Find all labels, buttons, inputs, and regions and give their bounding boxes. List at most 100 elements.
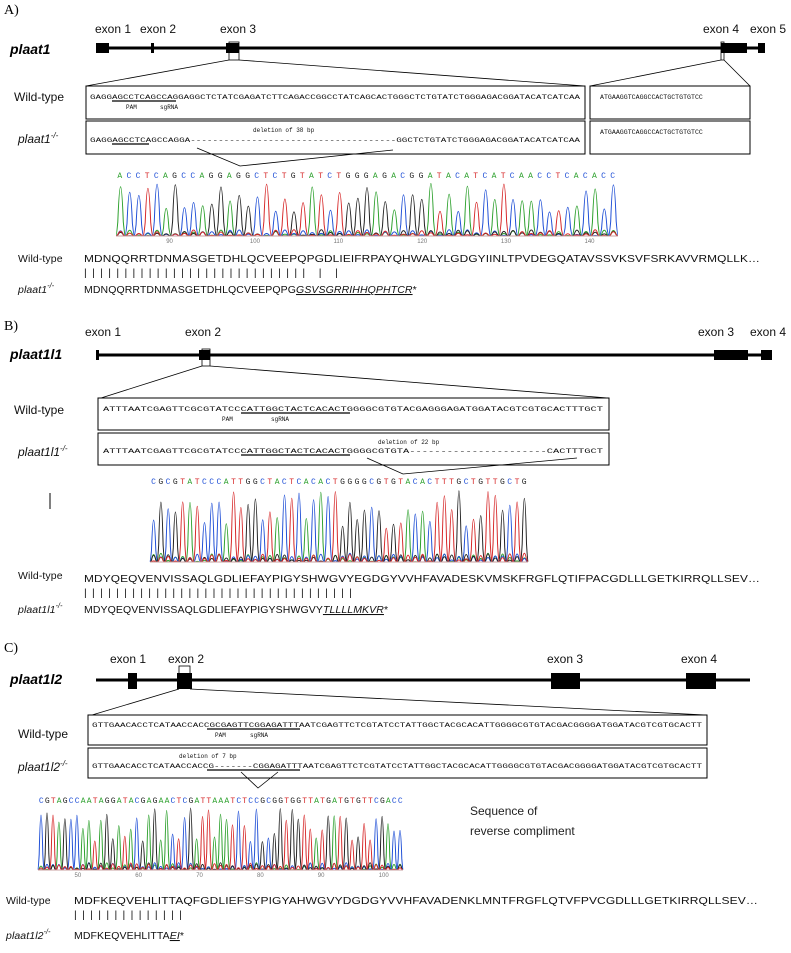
chromatogram-base: A xyxy=(309,172,314,181)
chromatogram-base: C xyxy=(217,478,222,487)
chromatogram-base: A xyxy=(318,478,323,487)
exon-label-c3: exon 3 xyxy=(547,652,583,666)
chromatogram-base: T xyxy=(435,478,440,487)
chromatogram-tick: 60 xyxy=(135,873,142,879)
wt-label-c: Wild-type xyxy=(18,727,68,741)
chromatogram-base: T xyxy=(267,478,272,487)
chromatogram-base: C xyxy=(273,172,278,181)
zoom-line-left-a xyxy=(85,59,230,87)
chromatogram-base: C xyxy=(248,797,253,806)
chromatogram-base: T xyxy=(284,797,289,806)
chromatogram-base: G xyxy=(355,478,360,487)
chromatogram-base: G xyxy=(326,797,331,806)
aa-mut-seq-a: MDNQQRRTDNMASGETDHLQCVEEPQPGGSVSGRRIHHQP… xyxy=(84,284,417,296)
chromatogram-base: G xyxy=(347,478,352,487)
chromatogram-base: C xyxy=(181,172,186,181)
chromatogram-base: G xyxy=(409,172,414,181)
chromatogram-base: C xyxy=(260,478,265,487)
chromatogram-base: T xyxy=(93,797,98,806)
chromatogram-base: G xyxy=(141,797,146,806)
aa-wt-label-c: Wild-type xyxy=(6,895,51,907)
mut-sequence-c: GTTGAACACCTCATAACCACCG-------CGGAGATTTAA… xyxy=(92,763,702,770)
chromatogram-base: G xyxy=(173,478,178,487)
chromatogram-base: T xyxy=(206,797,211,806)
deletion-label-a: deletion of 38 bp xyxy=(253,127,315,134)
chromatogram-base: A xyxy=(163,172,168,181)
chromatogram-base: T xyxy=(300,172,305,181)
panel-c: C) plaat1l2 exon 1 exon 2 exon 3 exon 4 … xyxy=(4,641,758,942)
chromatogram-base: C xyxy=(398,797,403,806)
chromatogram-base: A xyxy=(187,478,192,487)
chromatogram-tick: 120 xyxy=(417,239,428,245)
exon-label-4: exon 4 xyxy=(703,22,739,36)
chromatogram-base: G xyxy=(344,797,349,806)
exon-label-b1: exon 1 xyxy=(85,325,121,339)
chromatogram-base: C xyxy=(154,172,159,181)
mut-seq-box-a xyxy=(85,120,586,155)
exon-2-target-box-c xyxy=(178,665,191,687)
aa-match-bars-c: |||||||||||||| xyxy=(74,909,182,921)
chromatogram-base: A xyxy=(386,797,391,806)
chromatogram-base: C xyxy=(183,797,188,806)
chromatogram-base: T xyxy=(437,172,442,181)
chromatogram-base: A xyxy=(87,797,92,806)
mut-sequence-b: ATTTAATCGAGTTCGCGTATCCCATTGGCTACTCACACTG… xyxy=(103,448,603,455)
chromatogram-base: C xyxy=(374,797,379,806)
chromatogram-base: G xyxy=(355,172,360,181)
chromatogram-base: G xyxy=(189,797,194,806)
exon-label-c4: exon 4 xyxy=(681,652,717,666)
exon-4-target-box xyxy=(720,41,725,61)
exon-2-target-box-b xyxy=(201,348,211,367)
aa-wt-seq-b: MDYQEQVENVISSAQLGDLIEFAYPIGYSHWGVYEGDGYV… xyxy=(84,573,760,585)
chromatogram-base: G xyxy=(290,797,295,806)
chromatogram-base: C xyxy=(601,172,606,181)
chromatogram-base: T xyxy=(51,797,56,806)
zoom-line-left-b xyxy=(100,365,203,399)
deletion-label-b: deletion of 22 bp xyxy=(378,439,440,446)
chromatogram-base: G xyxy=(362,478,367,487)
exon-3-block-b xyxy=(714,350,748,360)
chromatogram-base: T xyxy=(486,478,491,487)
deletion-label-c: deletion of 7 bp xyxy=(179,753,237,760)
aa-match-bars-a: |||||||||||||||||||||||||||| | | xyxy=(84,267,338,279)
aa-mut-label-c: plaat1l2-/- xyxy=(5,929,51,942)
wt-sequence-a: GAGGAGCCTCAGCCAGGAGGCTCTATCGAGATCTTCAGAC… xyxy=(90,94,580,101)
chromatogram-base: A xyxy=(117,797,122,806)
chromatogram-base: G xyxy=(111,797,116,806)
exon-1-block-c xyxy=(128,673,137,689)
wt-label-b: Wild-type xyxy=(14,403,64,417)
mut-sequence-a2: ATGAAGGTCAGGCCACTGCTGTGTCC xyxy=(600,129,703,136)
pam-label-a: PAM xyxy=(126,104,137,111)
chromatogram-trace-A xyxy=(115,183,619,237)
chromatogram-base: C xyxy=(583,172,588,181)
exon-label-1: exon 1 xyxy=(95,22,131,36)
pam-label-c: PAM xyxy=(215,732,226,739)
chromatogram-base: A xyxy=(200,172,205,181)
chromatogram-base: T xyxy=(501,172,506,181)
gene-name-plaat1: plaat1 xyxy=(9,41,51,57)
gene-name-plaat1l1: plaat1l1 xyxy=(9,346,62,362)
chromatogram-base: G xyxy=(340,478,345,487)
panel-a-letter: A) xyxy=(4,3,19,18)
chromatogram-base: G xyxy=(356,797,361,806)
exon-label-b4: exon 4 xyxy=(750,325,786,339)
chromatogram-base: G xyxy=(260,797,265,806)
chromatogram-base: T xyxy=(308,797,313,806)
chromatogram-base: G xyxy=(218,172,223,181)
chromatogram-base: A xyxy=(275,478,280,487)
panel-b-letter: B) xyxy=(4,319,18,334)
chromatogram-base: T xyxy=(145,172,150,181)
chromatogram-base: T xyxy=(442,478,447,487)
chromatogram-base: T xyxy=(473,172,478,181)
chromatogram-base: C xyxy=(483,172,488,181)
zoom-line-left-a2 xyxy=(589,59,722,87)
chromatogram-base: T xyxy=(282,172,287,181)
chromatogram-base: G xyxy=(522,478,527,487)
sgrna-label-c: sgRNA xyxy=(250,732,268,739)
chromatogram-base: C xyxy=(266,797,271,806)
reverse-complement-note-line1: Sequence of xyxy=(470,804,538,818)
chromatogram-base: G xyxy=(382,172,387,181)
chromatogram-base: A xyxy=(304,478,309,487)
